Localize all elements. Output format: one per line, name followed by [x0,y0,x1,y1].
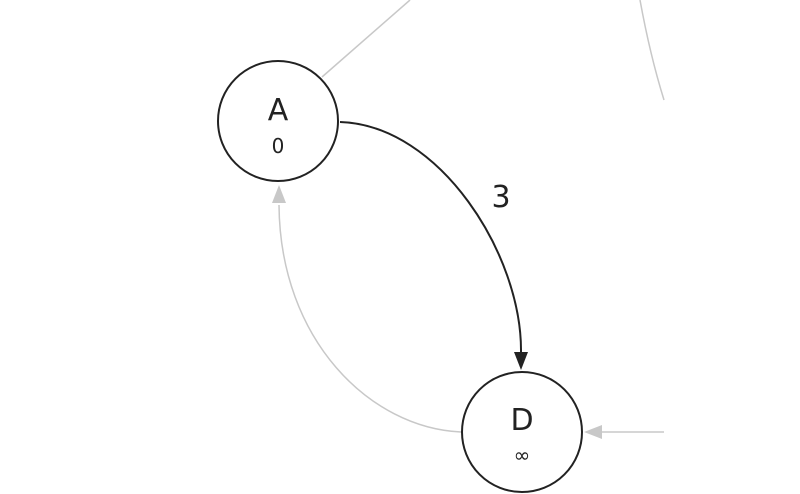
arrowhead-gray-a [272,185,286,203]
node-d[interactable]: D ∞ [461,371,583,493]
edge-a-to-d[interactable] [339,121,523,353]
node-d-distance: ∞ [514,443,531,467]
arrowhead-gray-d [584,425,602,439]
node-a[interactable]: A 0 [217,60,339,182]
edge-d-to-a [278,204,462,433]
node-d-label: D [510,403,533,438]
edge-a-offscreen [321,0,411,78]
edge-weight-label: 3 [491,180,510,215]
edge-offscreen-arc [639,0,665,101]
node-a-label: A [268,93,289,128]
arrowhead-dark-d [514,352,528,370]
node-a-distance: 0 [272,134,285,158]
